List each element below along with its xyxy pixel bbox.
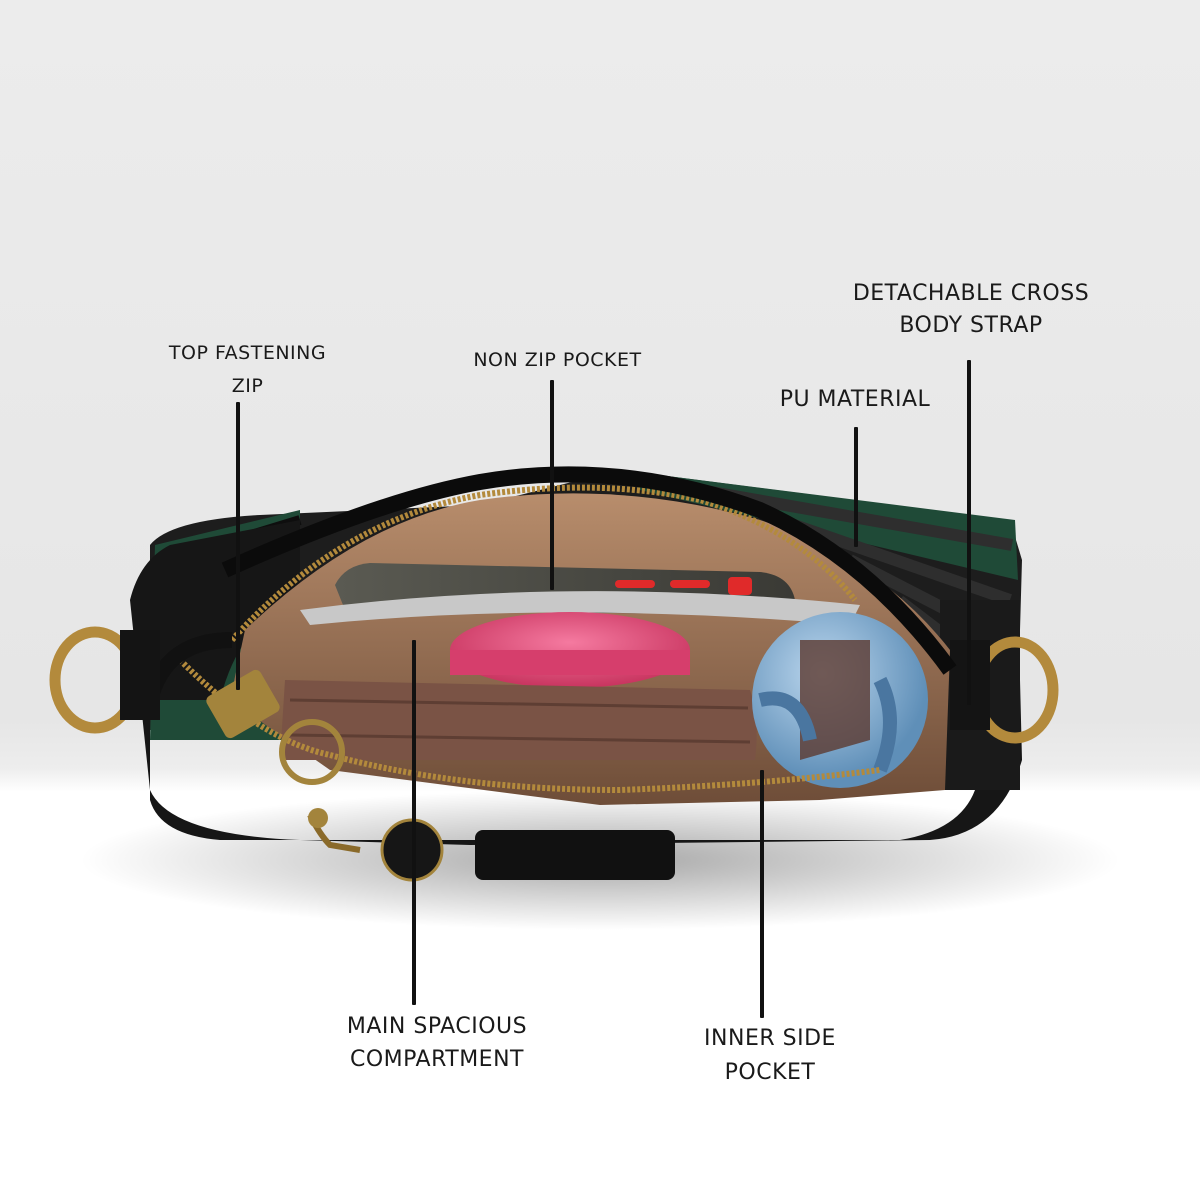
zipper-pull [206, 669, 280, 739]
zipper-top [229, 484, 858, 643]
callout-line: BODY STRAP [899, 313, 1043, 338]
callout-non-zip-pocket: NON ZIP POCKET [455, 345, 660, 375]
phone-buttons [615, 577, 752, 595]
non-zip-pocket-edge [300, 591, 860, 625]
callout-main-compartment: MAIN SPACIOUS COMPARTMENT [322, 1010, 552, 1076]
leader-line-top-fastening-zip [236, 402, 240, 690]
callout-line: POCKET [724, 1060, 816, 1085]
strap-tab-left [120, 630, 160, 720]
card-holder [280, 680, 757, 760]
callout-top-fastening-zip: TOP FASTENING ZIP [155, 337, 340, 403]
callout-line: ZIP [231, 375, 264, 397]
callout-line: TOP FASTENING [168, 342, 327, 364]
bag-body [130, 520, 1022, 845]
callout-line: DETACHABLE CROSS [852, 281, 1090, 306]
callout-detachable-strap: DETACHABLE CROSS BODY STRAP [835, 278, 1107, 342]
callout-line: COMPARTMENT [350, 1047, 524, 1072]
bag-rim [221, 466, 957, 675]
callout-line: INNER SIDE [704, 1026, 836, 1051]
leader-line-non-zip-pocket [550, 380, 554, 590]
front-tab [475, 830, 675, 880]
leader-line-main-compartment [412, 640, 416, 1005]
zip-ring [279, 719, 345, 785]
callout-line: MAIN SPACIOUS [346, 1014, 528, 1039]
leader-line-inner-side-pocket [760, 770, 764, 1018]
callout-pu-material: PU MATERIAL [760, 384, 950, 416]
leader-line-detachable-strap [967, 360, 971, 705]
callout-line: NON ZIP POCKET [473, 349, 642, 371]
callout-inner-side-pocket: INNER SIDE POCKET [680, 1022, 860, 1090]
callout-line: PU MATERIAL [779, 387, 931, 412]
leader-line-pu-material [854, 427, 858, 547]
